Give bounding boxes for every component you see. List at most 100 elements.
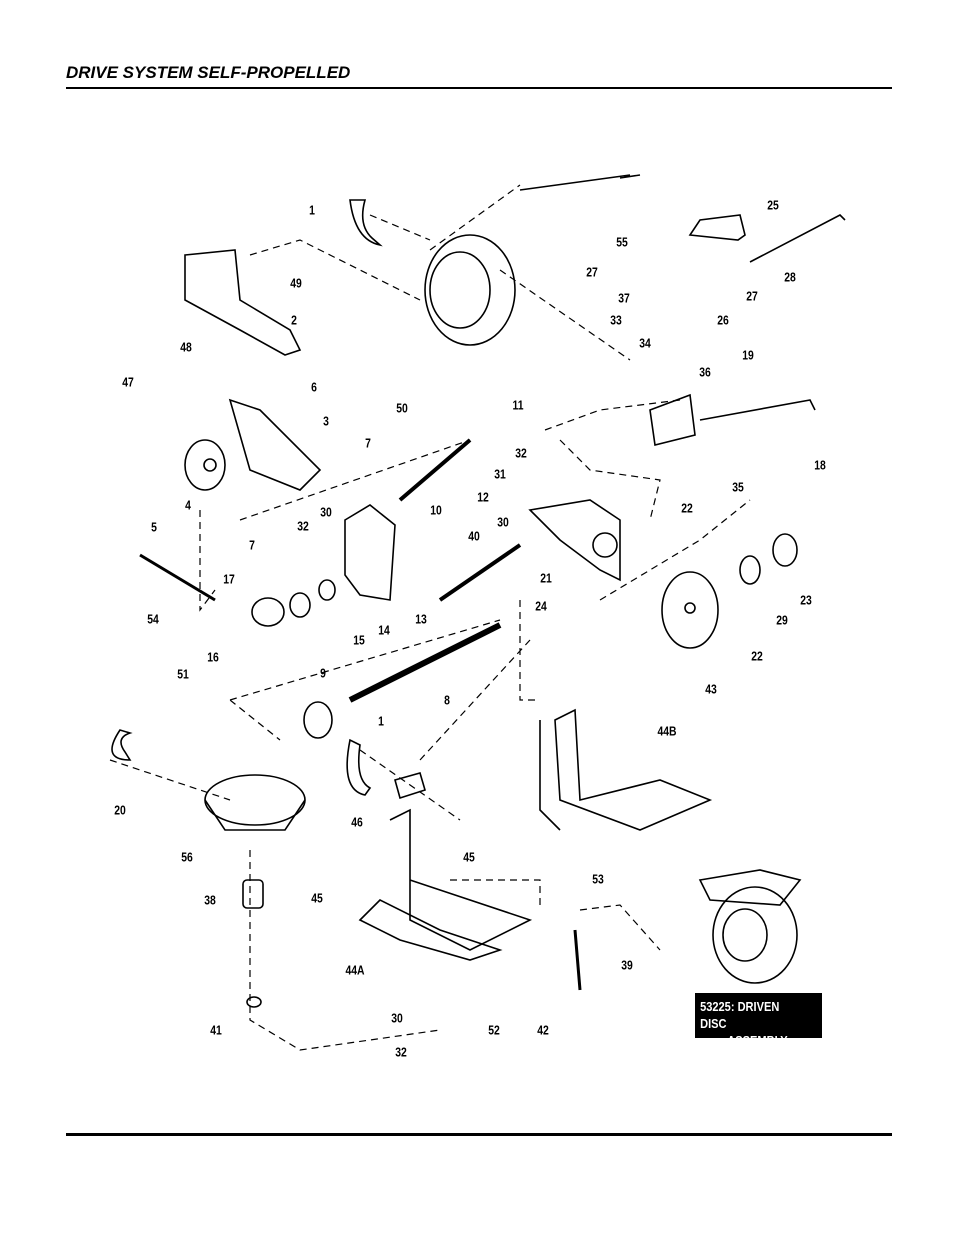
pulley-9 xyxy=(303,701,333,739)
hex-shaft-8 xyxy=(348,622,502,703)
callout: 38 xyxy=(204,892,216,908)
callout: 32 xyxy=(515,445,527,461)
callout: 40 xyxy=(468,528,480,544)
callout: 9 xyxy=(320,665,326,681)
engine-pulley xyxy=(424,234,516,346)
bearing-14 xyxy=(318,579,336,601)
callout: 3 xyxy=(323,413,329,429)
callout: 56 xyxy=(181,849,193,865)
callout: 22 xyxy=(751,648,763,664)
callout: 32 xyxy=(395,1044,407,1060)
callout: 32 xyxy=(297,518,309,534)
bracket-13 xyxy=(344,504,396,601)
callout: 48 xyxy=(180,339,192,355)
callout: 11 xyxy=(512,397,524,413)
callout: 25 xyxy=(767,197,779,213)
callout: 37 xyxy=(618,290,630,306)
callout: 7 xyxy=(249,537,255,553)
callout: 55 xyxy=(616,234,628,250)
inset-caption: 53225: DRIVEN DISC ASSEMBLY xyxy=(695,993,822,1048)
callout: 27 xyxy=(746,288,758,304)
washer-15 xyxy=(289,592,311,618)
callout: 39 xyxy=(621,957,633,973)
callout: 43 xyxy=(705,681,717,697)
callout: 26 xyxy=(717,312,729,328)
callout: 16 xyxy=(207,649,219,665)
inset-caption-line2: ASSEMBLY xyxy=(727,1033,788,1048)
callout: 29 xyxy=(776,612,788,628)
callout: 45 xyxy=(463,849,475,865)
bracket-21 xyxy=(528,499,621,582)
callout: 30 xyxy=(391,1010,403,1026)
belt-20 xyxy=(111,729,133,761)
washer-41 xyxy=(246,996,262,1008)
callout: 42 xyxy=(537,1022,549,1038)
belt-guard xyxy=(349,199,383,247)
callout: 6 xyxy=(311,379,317,395)
callout: 7 xyxy=(365,435,371,451)
bushing-38 xyxy=(242,879,264,909)
drive-disc-43 xyxy=(661,571,719,649)
inset-bracket xyxy=(698,869,802,906)
callout: 46 xyxy=(351,814,363,830)
callout: 22 xyxy=(681,500,693,516)
callout: 13 xyxy=(415,611,427,627)
callout: 10 xyxy=(430,502,442,518)
callout: 8 xyxy=(444,692,450,708)
bracket-44A xyxy=(389,808,533,951)
bracket-25 xyxy=(688,214,746,241)
callout: 27 xyxy=(586,264,598,280)
callout: 51 xyxy=(177,666,189,682)
inset-disc xyxy=(712,886,798,984)
header-rule xyxy=(66,87,892,89)
bearing-23 xyxy=(772,533,798,567)
inset-caption-line1: 53225: DRIVEN DISC xyxy=(700,999,780,1031)
rod-28 xyxy=(749,214,846,263)
callout: 12 xyxy=(477,489,489,505)
callout: 53 xyxy=(592,871,604,887)
spring-39 xyxy=(573,929,582,991)
leader-dashes xyxy=(109,184,751,1051)
callout: 35 xyxy=(732,479,744,495)
belt-1b xyxy=(346,738,372,796)
footer-rule xyxy=(66,1133,892,1136)
callout: 1 xyxy=(378,713,384,729)
callout: 54 xyxy=(147,611,159,627)
callout: 23 xyxy=(800,592,812,608)
callout: 2 xyxy=(291,312,297,328)
part-shapes xyxy=(111,174,846,1008)
shaft-12 xyxy=(398,438,472,502)
callout: 45 xyxy=(311,890,323,906)
pulley-4 xyxy=(184,439,226,491)
engine-shaft xyxy=(519,174,641,191)
callout: 24 xyxy=(535,598,547,614)
callout: 36 xyxy=(699,364,711,380)
callout: 30 xyxy=(320,504,332,520)
callout: 4 xyxy=(185,497,191,513)
callout: 20 xyxy=(114,802,126,818)
bushing-46 xyxy=(394,772,426,800)
callout: 1 xyxy=(309,202,315,218)
idler-arm-3 xyxy=(228,398,322,491)
callout: 31 xyxy=(494,466,506,482)
bracket-36 xyxy=(649,393,696,446)
callout: 47 xyxy=(122,374,134,390)
callout: 44B xyxy=(657,723,677,739)
callout: 15 xyxy=(353,632,365,648)
callout: 18 xyxy=(814,457,826,473)
flange-17 xyxy=(251,597,285,627)
callout: 49 xyxy=(290,275,302,291)
washer-29 xyxy=(739,555,761,585)
callout: 5 xyxy=(151,519,157,535)
callout: 14 xyxy=(378,622,390,638)
callout: 28 xyxy=(784,269,796,285)
rod-19 xyxy=(699,399,816,421)
driven-disc-56 xyxy=(204,774,306,826)
callout: 34 xyxy=(639,335,651,351)
callout: 21 xyxy=(540,570,552,586)
callout: 50 xyxy=(396,400,408,416)
callout: 19 xyxy=(742,347,754,363)
bracket-44B xyxy=(554,708,713,831)
callout: 30 xyxy=(497,514,509,530)
